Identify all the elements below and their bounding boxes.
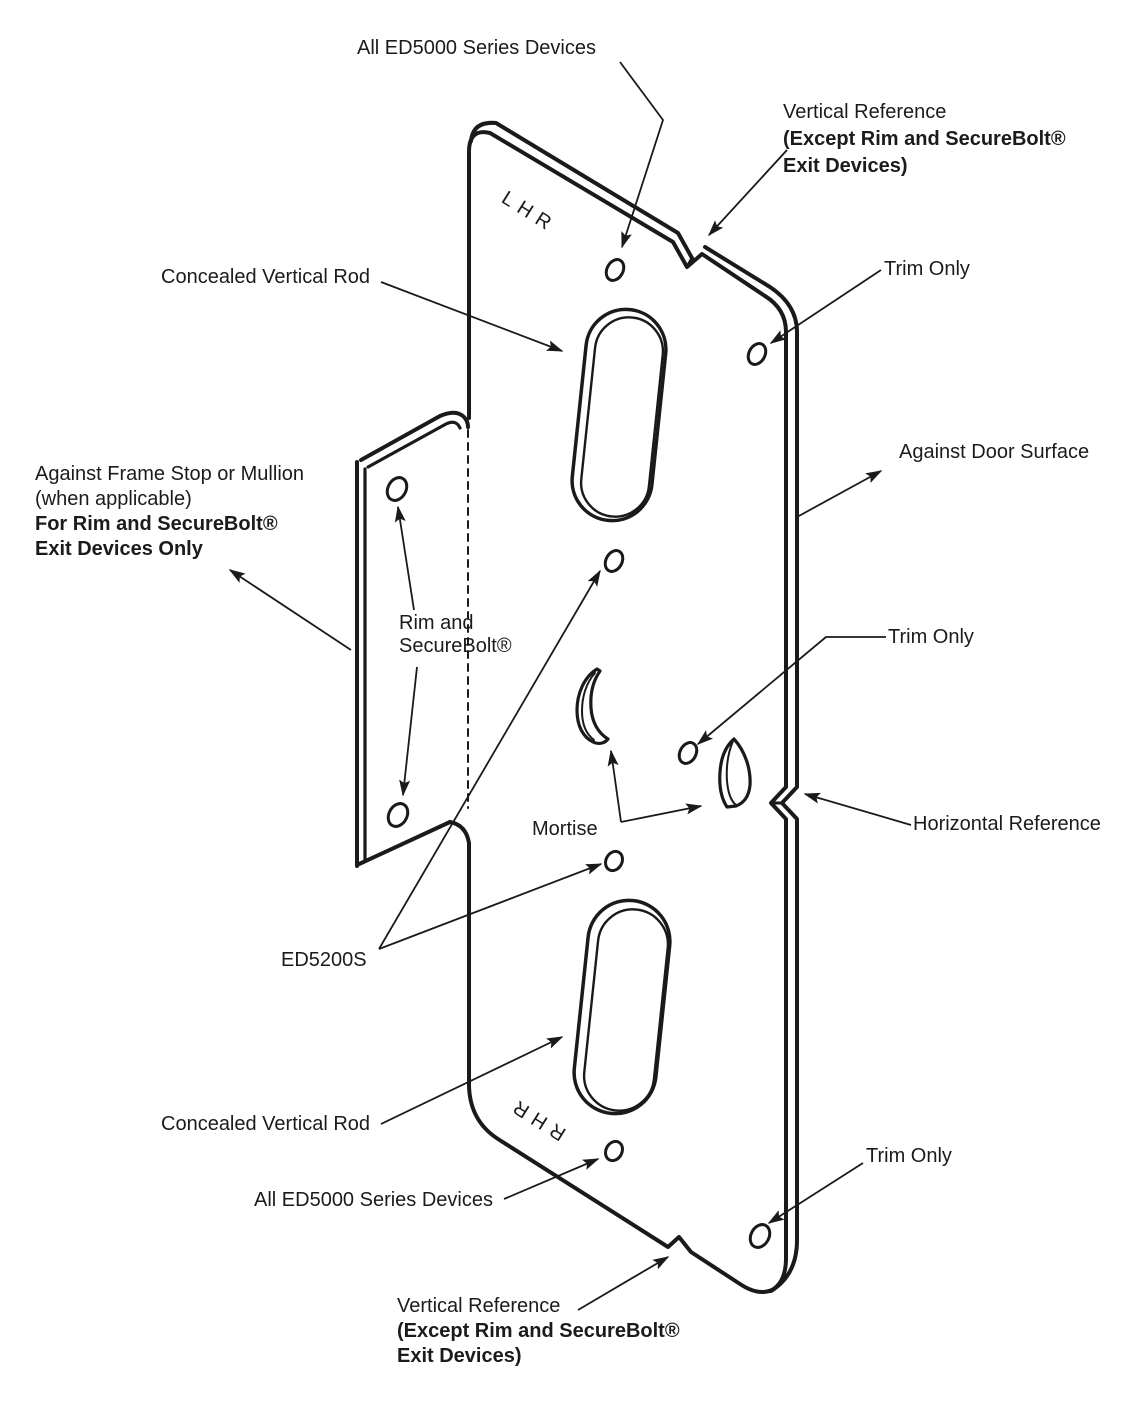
label-against-frame-line2: (when applicable) xyxy=(35,488,192,510)
cutout-concealed-rod-bottom xyxy=(572,898,672,1116)
hole-all-ed5000-top xyxy=(604,258,626,282)
leader-rim-securebolt-lower xyxy=(399,666,418,797)
label-ed5200s: ED5200S xyxy=(281,949,367,971)
plate-top-back-edge xyxy=(469,120,694,260)
hole-wing-lower xyxy=(386,802,410,828)
leader-ed5200s-lower-hole xyxy=(378,863,603,950)
leader-trim-only-top xyxy=(769,269,882,344)
cutout-mortise-lower xyxy=(718,737,752,809)
leader-all-ed5000-top xyxy=(619,61,664,249)
leader-trim-only-bottom xyxy=(767,1162,864,1224)
hole-all-ed5000-bottom xyxy=(604,1139,624,1163)
label-all-ed5000-top: All ED5000 Series Devices xyxy=(357,37,596,59)
leader-vertical-reference-top xyxy=(707,149,788,237)
label-trim-only-middle: Trim Only xyxy=(888,626,974,648)
hole-trim-middle xyxy=(677,741,699,765)
label-vertical-reference-bottom-line1: Vertical Reference xyxy=(397,1295,561,1317)
label-against-frame-line4: Exit Devices Only xyxy=(35,538,203,560)
leader-trim-only-middle xyxy=(696,636,886,745)
leader-mortise-lower xyxy=(620,803,703,823)
leader-ed5200s-upper-hole xyxy=(378,569,601,950)
label-rim-securebolt-line1: Rim and xyxy=(399,612,474,634)
hole-ed5200s-upper xyxy=(603,549,625,573)
label-trim-only-bottom: Trim Only xyxy=(866,1145,952,1167)
label-vertical-reference-top-line2: (Except Rim and SecureBolt® xyxy=(783,128,1066,150)
wing-top-outer-edge xyxy=(359,410,470,462)
leader-horizontal-reference xyxy=(803,792,912,826)
label-vertical-reference-top-line3: Exit Devices) xyxy=(783,155,908,177)
wing-bottom-edge xyxy=(355,820,452,867)
plate-right-back-edge xyxy=(703,245,799,1293)
label-all-ed5000-bottom: All ED5000 Series Devices xyxy=(254,1189,493,1211)
hole-trim-bottom xyxy=(748,1223,772,1249)
label-concealed-rod-top: Concealed Vertical Rod xyxy=(161,266,371,288)
label-against-frame-line3: For Rim and SecureBolt® xyxy=(35,513,278,535)
label-rim-securebolt-line2: SecureBolt® xyxy=(399,635,512,657)
label-horizontal-reference: Horizontal Reference xyxy=(913,813,1101,835)
leader-all-ed5000-bottom xyxy=(503,1158,600,1200)
hole-ed5200s-lower xyxy=(604,849,624,873)
leader-rim-securebolt-upper xyxy=(394,505,415,611)
leader-vertical-reference-bottom xyxy=(577,1256,670,1311)
cutout-mortise-lower-depth xyxy=(725,740,737,806)
label-vertical-reference-bottom-line2: (Except Rim and SecureBolt® xyxy=(397,1320,680,1342)
label-trim-only-top: Trim Only xyxy=(884,258,970,280)
hole-trim-top xyxy=(746,342,768,366)
label-against-frame-line1: Against Frame Stop or Mullion xyxy=(35,463,305,485)
label-vertical-reference-top: Vertical Reference (Except Rim and Secur… xyxy=(783,99,1066,180)
hole-wing-upper xyxy=(385,476,409,502)
leader-concealed-rod-bottom xyxy=(380,1036,564,1125)
wing-top-inner-edge xyxy=(366,420,462,469)
label-concealed-rod-bottom: Concealed Vertical Rod xyxy=(161,1113,371,1135)
leader-against-door-surface xyxy=(796,470,883,518)
top-notch-connector xyxy=(685,256,694,269)
leader-mortise-upper xyxy=(607,749,622,823)
leader-against-frame-stop xyxy=(228,569,352,651)
label-vertical-reference-bottom-line3: Exit Devices) xyxy=(397,1345,522,1367)
mounting-holes xyxy=(385,258,772,1249)
label-vertical-reference-bottom: Vertical Reference (Except Rim and Secur… xyxy=(397,1294,680,1369)
leader-concealed-rod-top xyxy=(380,281,564,352)
cutout-concealed-rod-bottom-depth xyxy=(582,908,670,1112)
leader-lines xyxy=(228,61,912,1311)
label-against-door-surface: Against Door Surface xyxy=(899,441,1090,463)
label-vertical-reference-top-line1: Vertical Reference xyxy=(783,101,947,123)
cutout-concealed-rod-top xyxy=(570,307,668,523)
label-mortise: Mortise xyxy=(532,818,598,840)
cutout-mortise-upper-depth xyxy=(581,672,596,741)
label-rim-securebolt: Rim and SecureBolt® xyxy=(399,612,512,658)
label-against-frame-stop: Against Frame Stop or Mullion (when appl… xyxy=(35,462,304,562)
plate-drawing xyxy=(355,120,799,1294)
cutout-concealed-rod-top-depth xyxy=(579,316,665,518)
